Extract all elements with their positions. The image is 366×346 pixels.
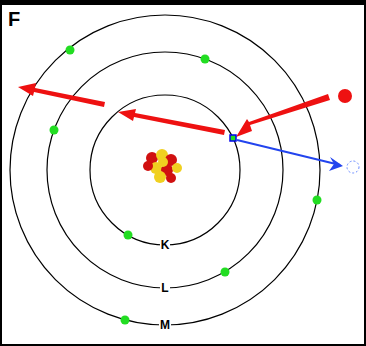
shell-label: L: [160, 282, 169, 294]
ejected-electron: [237, 140, 359, 173]
k-shell: [90, 95, 240, 245]
m-shell: [10, 15, 320, 325]
nucleus: [143, 149, 182, 183]
top-bar: [0, 0, 366, 5]
scattered-particle: [18, 83, 225, 135]
electrons: [50, 46, 322, 325]
incoming-particle: [236, 89, 352, 137]
l-shell: [47, 52, 283, 288]
shell-label: K: [160, 239, 171, 251]
shell-label: M: [159, 319, 171, 331]
panel-letter: F: [8, 9, 20, 29]
target-electron: [230, 135, 236, 141]
